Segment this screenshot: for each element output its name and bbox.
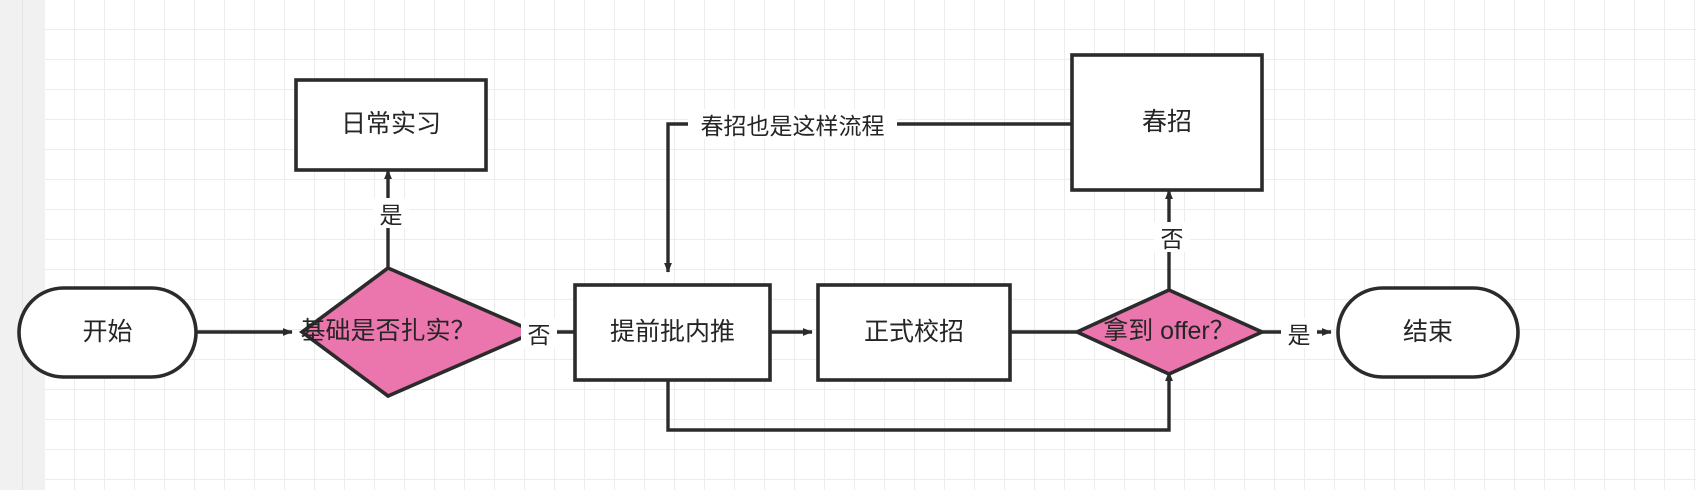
edge-label-offer-yes: 是: [1281, 318, 1317, 348]
edge-label-basics-yes: 是: [373, 198, 409, 228]
left-gutter-strip: [0, 0, 23, 490]
edge-spring-to-referral: [664, 122, 1072, 273]
edge-label-offer-no: 否: [1154, 222, 1190, 252]
edge-label-basics-no: 否: [521, 318, 557, 348]
node-got-offer-decision[interactable]: [1072, 288, 1267, 376]
node-basics-decision[interactable]: [298, 265, 540, 399]
node-end[interactable]: [1336, 286, 1520, 379]
node-start[interactable]: [17, 286, 198, 379]
edge-label-spring-note: 春招也是这样流程: [688, 109, 897, 139]
node-daily-internship[interactable]: [294, 78, 488, 172]
edge-referral-to-offer-loop: [666, 371, 1173, 432]
node-formal-campus[interactable]: [816, 283, 1012, 382]
node-early-referral[interactable]: [573, 283, 772, 382]
node-spring-recruit[interactable]: [1070, 53, 1264, 192]
